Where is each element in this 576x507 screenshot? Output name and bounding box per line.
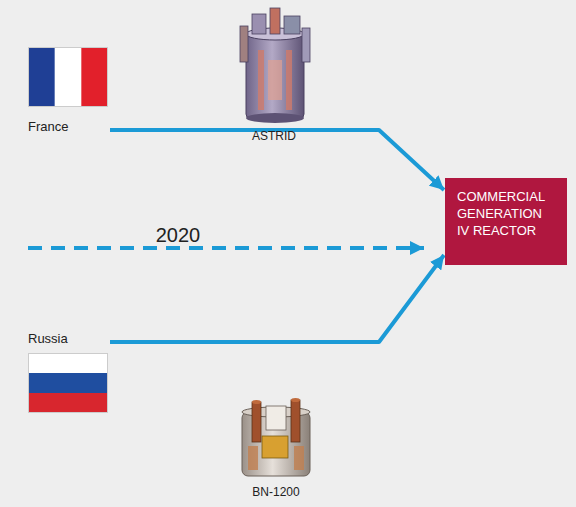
country-name: Russia xyxy=(28,331,108,347)
astrid-reactor-figure xyxy=(240,8,310,123)
connector-arrow xyxy=(110,255,444,342)
reactor-name: ASTRID xyxy=(252,129,296,143)
bn-1200-reactor-figure xyxy=(242,398,310,476)
country-name: France xyxy=(28,119,108,135)
dashed-timeline-arrow xyxy=(28,246,424,250)
connector-arrow xyxy=(110,130,444,190)
russian-flag xyxy=(28,353,108,413)
french-flag xyxy=(28,47,108,107)
country-flag-node: Russia xyxy=(28,331,108,413)
target-box: COMMERCIAL GENERATION IV REACTOR xyxy=(445,178,567,265)
country-flag-node: France xyxy=(28,47,108,135)
box-text: COMMERCIAL GENERATION IV REACTOR xyxy=(457,188,557,239)
reactor-name: BN-1200 xyxy=(252,485,299,499)
year-label: 2020 xyxy=(156,224,201,247)
